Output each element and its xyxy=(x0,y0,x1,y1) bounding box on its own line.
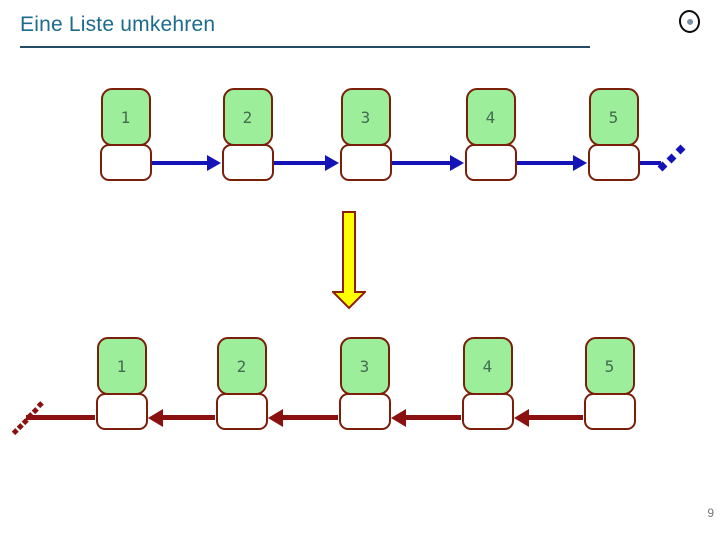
node-next-box xyxy=(99,144,152,181)
list-node: 5 xyxy=(582,337,637,430)
list-node: 1 xyxy=(94,337,149,430)
arrowhead-left-icon xyxy=(514,409,529,427)
node-next-box xyxy=(583,393,636,430)
arrowhead-right-icon xyxy=(207,155,221,171)
node-key-box: 2 xyxy=(222,88,273,146)
node-key-box: 4 xyxy=(462,337,513,395)
list-node: 3 xyxy=(337,337,392,430)
logo-icon xyxy=(676,8,703,35)
next-pointer-arrow xyxy=(517,161,573,165)
node-next-box xyxy=(339,144,392,181)
node-key-box: 3 xyxy=(339,337,390,395)
node-next-box xyxy=(461,393,514,430)
list-node: 2 xyxy=(220,88,275,181)
arrowhead-right-icon xyxy=(325,155,339,171)
list-node: 1 xyxy=(98,88,153,181)
arrowhead-left-icon xyxy=(391,409,406,427)
arrowhead-right-icon xyxy=(450,155,464,171)
page-number: 9 xyxy=(707,506,714,520)
node-key-box: 5 xyxy=(584,337,635,395)
node-key-box: 4 xyxy=(465,88,516,146)
next-pointer-arrow xyxy=(152,161,207,165)
node-next-box xyxy=(587,144,640,181)
reverse-operation-arrow-icon xyxy=(332,211,366,310)
next-pointer-arrow xyxy=(392,161,450,165)
node-key-box: 3 xyxy=(340,88,391,146)
next-pointer-arrow xyxy=(274,161,325,165)
node-next-box xyxy=(215,393,268,430)
node-next-box xyxy=(464,144,517,181)
node-next-box xyxy=(95,393,148,430)
list-node: 4 xyxy=(463,88,518,181)
node-key-box: 2 xyxy=(216,337,267,395)
arrowhead-left-icon xyxy=(268,409,283,427)
next-pointer-tail xyxy=(640,161,661,165)
next-pointer-arrow xyxy=(163,415,215,420)
next-pointer-arrow xyxy=(529,415,583,420)
slide-title: Eine Liste umkehren xyxy=(20,13,216,36)
list-node: 2 xyxy=(214,337,269,430)
node-key-box: 1 xyxy=(96,337,147,395)
node-next-box xyxy=(221,144,274,181)
list-node: 4 xyxy=(460,337,515,430)
node-key-box: 5 xyxy=(588,88,639,146)
logo-dot xyxy=(685,17,694,26)
next-pointer-tail xyxy=(26,415,95,420)
title-underline xyxy=(20,46,590,48)
node-next-box xyxy=(338,393,391,430)
list-node: 3 xyxy=(338,88,393,181)
node-key-box: 1 xyxy=(100,88,151,146)
next-pointer-arrow xyxy=(283,415,338,420)
arrowhead-right-icon xyxy=(573,155,587,171)
list-node: 5 xyxy=(586,88,641,181)
arrowhead-left-icon xyxy=(148,409,163,427)
next-pointer-arrow xyxy=(406,415,461,420)
